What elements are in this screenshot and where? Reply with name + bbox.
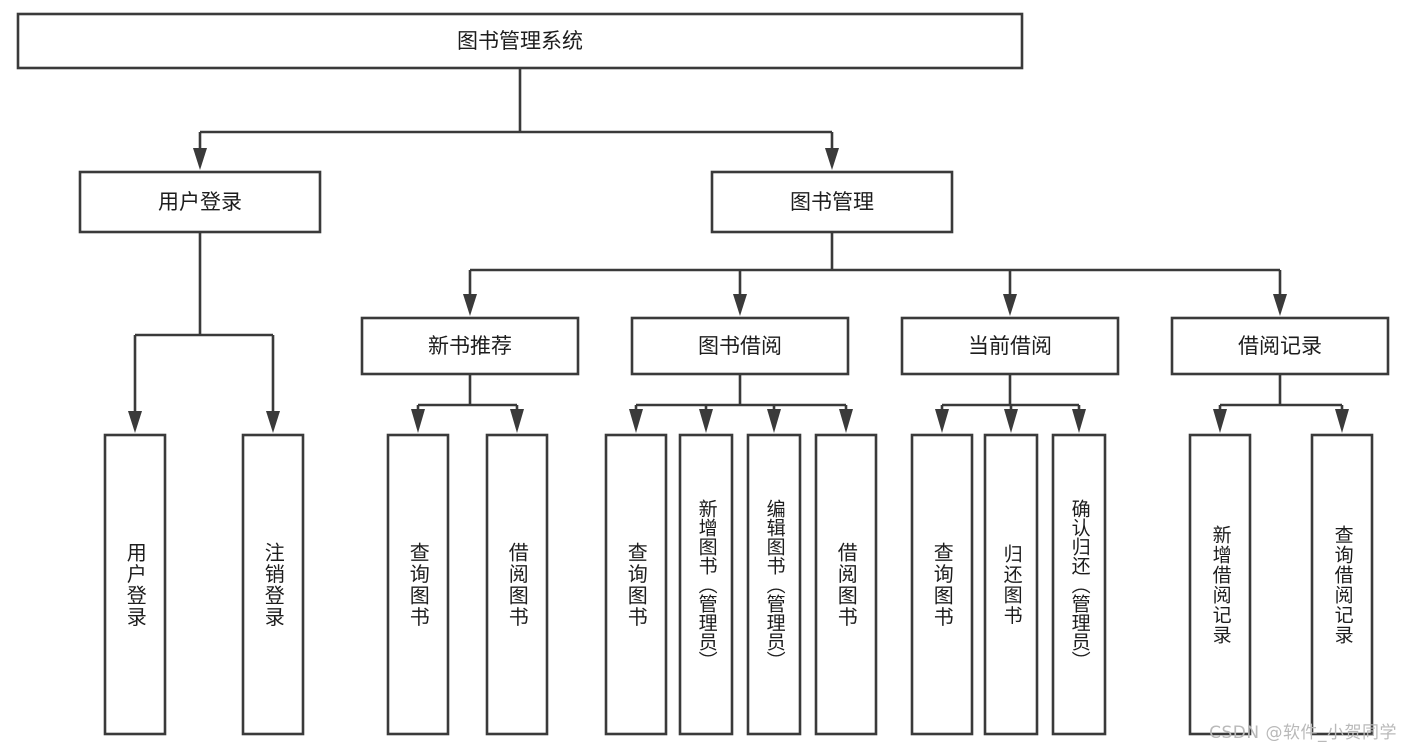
node-leaf-user-login[interactable] <box>103 433 167 736</box>
node-leaf-logout[interactable] <box>241 433 305 736</box>
arrow-book-mgmt-to-new-book <box>463 294 477 316</box>
node-book-management[interactable] <box>710 170 954 234</box>
csdn-watermark: CSDN @软件_小贺同学 <box>1209 723 1397 743</box>
arrow-records-leaf-1 <box>1213 409 1227 433</box>
arrow-borrow-leaf-1 <box>629 409 643 433</box>
node-leaf-return-book[interactable] <box>983 433 1039 736</box>
node-root-label: 图书管理系统 <box>457 29 583 53</box>
arrow-new-book-leaf-2 <box>510 409 524 433</box>
arrow-book-mgmt-to-current <box>1003 294 1017 316</box>
arrow-borrow-leaf-3 <box>767 409 781 433</box>
node-new-book-recommend-label: 新书推荐 <box>428 334 512 358</box>
node-box-layer: 图书管理系统 用户登录 图书管理 新书推荐 图书借阅 当前借阅 借阅记录 <box>16 12 1390 736</box>
node-user-login[interactable] <box>78 170 322 234</box>
node-root[interactable] <box>16 12 1024 70</box>
node-borrow-records[interactable] <box>1170 316 1390 376</box>
node-leaf-query-borrow-record[interactable] <box>1310 433 1374 736</box>
arrow-records-leaf-2 <box>1335 409 1349 433</box>
node-current-borrow-label: 当前借阅 <box>968 334 1052 358</box>
node-book-borrow[interactable] <box>630 316 850 376</box>
node-user-login-label: 用户登录 <box>158 190 242 214</box>
node-leaf-add-borrow-record[interactable] <box>1188 433 1252 736</box>
node-leaf-confirm-return-admin[interactable] <box>1051 433 1107 736</box>
node-new-book-recommend[interactable] <box>360 316 580 376</box>
arrow-user-login-leaf-2 <box>266 411 280 433</box>
arrow-user-login-leaf-1 <box>128 411 142 433</box>
arrow-new-book-leaf-1 <box>411 409 425 433</box>
node-current-borrow[interactable] <box>900 316 1120 376</box>
node-book-management-label: 图书管理 <box>790 190 874 214</box>
node-leaf-query-book-current[interactable] <box>910 433 974 736</box>
node-leaf-query-book-rec[interactable] <box>386 433 450 736</box>
node-book-borrow-label: 图书借阅 <box>698 334 782 358</box>
arrow-borrow-leaf-2 <box>699 409 713 433</box>
arrow-book-mgmt-to-borrow <box>733 294 747 316</box>
arrow-current-leaf-1 <box>935 409 949 433</box>
node-leaf-borrow-book[interactable] <box>814 433 878 736</box>
arrow-root-to-user-login <box>193 148 207 170</box>
arrow-borrow-leaf-4 <box>839 409 853 433</box>
connector-layer <box>128 68 1349 433</box>
arrow-current-leaf-2 <box>1004 409 1018 433</box>
arrow-current-leaf-3 <box>1072 409 1086 433</box>
node-leaf-query-book-borrow[interactable] <box>604 433 668 736</box>
arrow-root-to-book-mgmt <box>825 148 839 170</box>
node-borrow-records-label: 借阅记录 <box>1238 334 1322 358</box>
node-leaf-edit-book-admin[interactable] <box>746 433 802 736</box>
node-leaf-borrow-book-rec[interactable] <box>485 433 549 736</box>
arrow-book-mgmt-to-records <box>1273 294 1287 316</box>
node-leaf-add-book-admin[interactable] <box>678 433 734 736</box>
